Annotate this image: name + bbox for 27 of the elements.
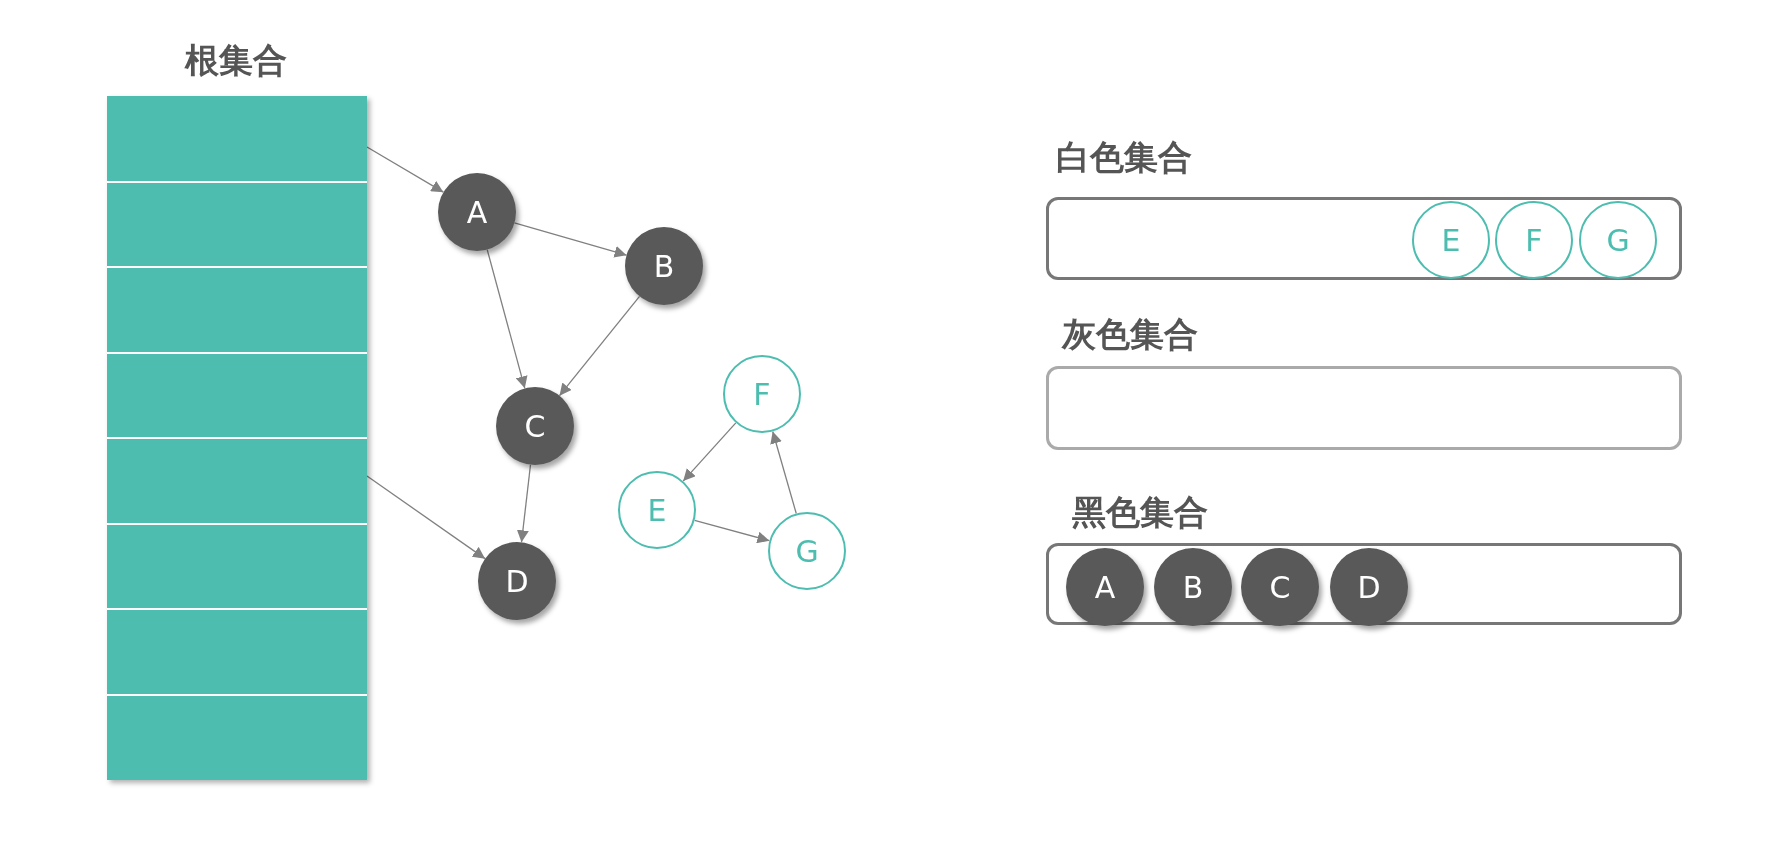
arrow [693,519,771,544]
arrow [366,475,486,560]
set-heading: 根集合 [185,39,287,82]
arrow [558,295,641,397]
arrow [486,249,528,389]
node-circle: D [478,542,556,620]
arrow [513,222,628,258]
set-heading: 黑色集合 [1072,491,1208,534]
node-circle: G [768,512,846,590]
node-circle: E [618,471,696,549]
node-circle: B [625,227,703,305]
node-circle: C [1241,548,1319,626]
node-circle: A [1066,548,1144,626]
node-circle: C [496,387,574,465]
arrow [770,430,797,515]
node-circle: F [1495,201,1573,279]
set-heading: 灰色集合 [1062,313,1198,356]
set-heading: 白色集合 [1056,136,1192,179]
node-circle: G [1579,201,1657,279]
node-circle: B [1154,548,1232,626]
node-circle: E [1412,201,1490,279]
arrow [682,422,737,482]
arrow [516,464,532,543]
arrow [366,146,445,193]
node-circle: F [723,355,801,433]
node-circle: A [438,173,516,251]
node-circle: D [1330,548,1408,626]
